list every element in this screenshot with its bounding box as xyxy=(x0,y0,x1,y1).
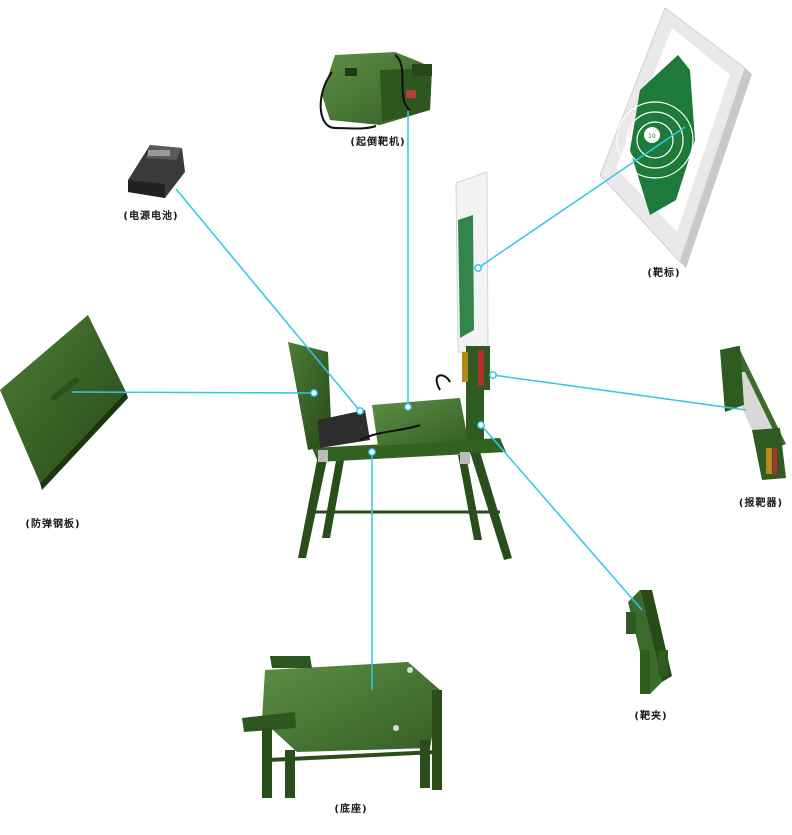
label-battery: (电源电池) xyxy=(123,211,179,222)
label-target-face: (靶标) xyxy=(647,268,681,279)
armor-plate xyxy=(0,315,128,490)
label-base: (底座) xyxy=(334,804,368,815)
leader-lines xyxy=(71,111,747,690)
base-unit xyxy=(242,656,442,798)
svg-text:10: 10 xyxy=(648,133,656,140)
label-target-lifter: (起倒靶机) xyxy=(350,137,406,148)
label-armor-plate: (防弹钢板) xyxy=(25,519,81,530)
label-target-clamp: (靶夹) xyxy=(634,711,668,722)
leader-markers xyxy=(310,264,497,456)
target-face: 10 xyxy=(599,7,752,268)
target-lifter-unit xyxy=(319,52,432,130)
hit-reporter xyxy=(720,346,786,480)
target-clamp xyxy=(626,590,672,694)
assembled-device xyxy=(288,171,512,560)
label-hit-reporter: (报靶器) xyxy=(738,498,784,509)
battery-unit xyxy=(128,145,185,198)
